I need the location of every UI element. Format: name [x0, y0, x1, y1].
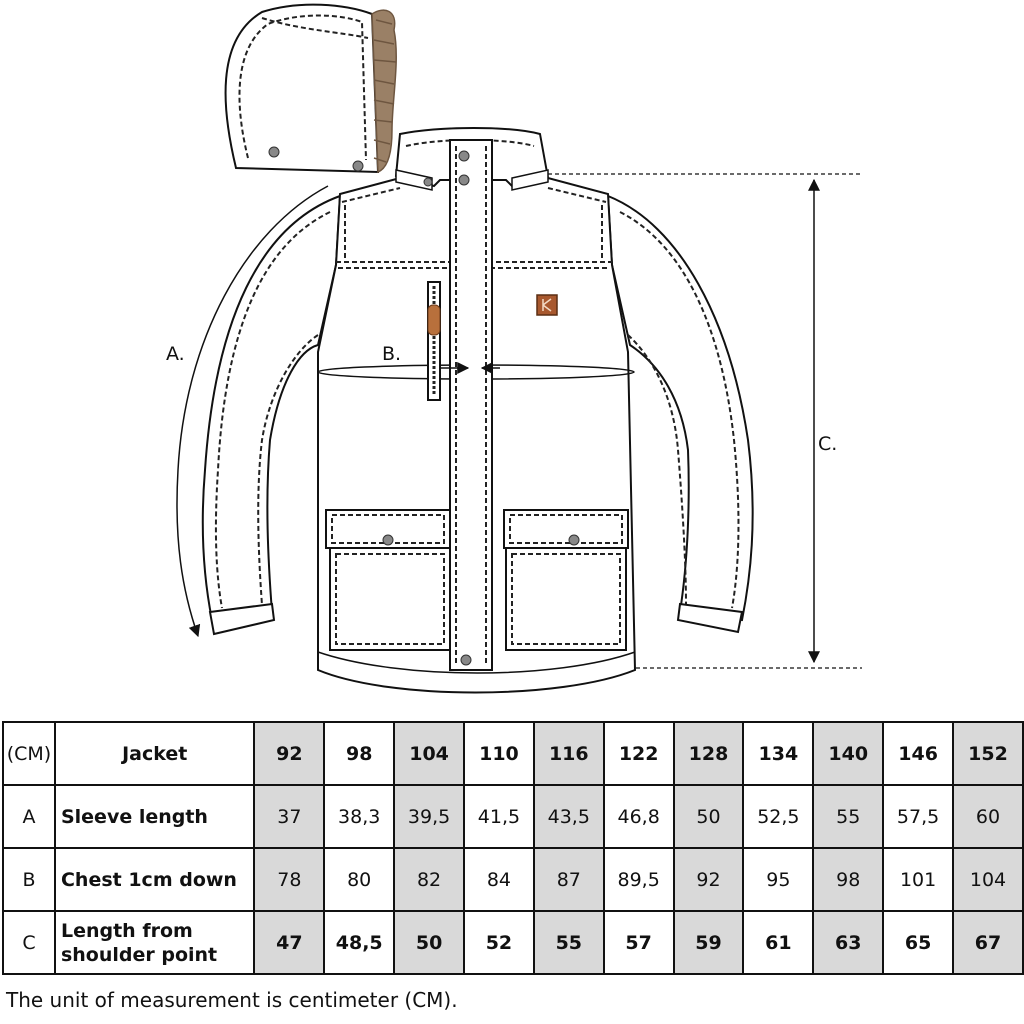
sleeve-length-arrow — [176, 185, 329, 638]
pocket-button-icon — [568, 534, 580, 546]
size-header: 134 — [742, 721, 815, 786]
table-cell: 57,5 — [882, 784, 955, 849]
hood-stitch — [238, 14, 367, 161]
table-cell: 60 — [952, 784, 1024, 849]
row-code: B — [2, 847, 56, 912]
hood-button-icon — [268, 146, 280, 158]
size-header: 92 — [253, 721, 326, 786]
size-header: 146 — [882, 721, 955, 786]
table-cell: 67 — [952, 910, 1024, 975]
row-code: C — [2, 910, 56, 975]
right-pocket-stitch — [511, 553, 621, 645]
right-pocket — [505, 547, 627, 651]
collar-button-icon — [423, 177, 433, 187]
table-cell: 52,5 — [742, 784, 815, 849]
collar-tab-right — [511, 169, 549, 191]
table-cell: 38,3 — [323, 784, 396, 849]
table-cell: 48,5 — [323, 910, 396, 975]
zipper-pull-icon — [427, 304, 441, 336]
label-b: B. — [382, 343, 401, 365]
right-sleeve-inner-stitch — [627, 334, 687, 606]
table-cell: 84 — [463, 847, 535, 912]
hood-button-icon — [352, 160, 364, 172]
placket-button-icon — [458, 174, 470, 186]
table-cell: 104 — [952, 847, 1024, 912]
size-header: 140 — [812, 721, 885, 786]
hem-curve — [317, 651, 636, 674]
size-header: 152 — [952, 721, 1024, 786]
left-pocket — [329, 547, 451, 651]
hood-fur-trim — [371, 9, 397, 174]
left-sleeve-inner-stitch — [257, 334, 319, 606]
table-cell: 78 — [253, 847, 326, 912]
jacket-diagram: A. B. C. — [166, 3, 862, 694]
hood — [224, 3, 380, 174]
table-cell: 55 — [812, 784, 885, 849]
table-cell: 55 — [532, 910, 605, 975]
right-pocket-flap — [503, 509, 629, 549]
table-cell: 37 — [253, 784, 326, 849]
left-pocket-stitch — [335, 553, 445, 645]
k-logo-patch-icon — [536, 294, 558, 316]
hood-center-seam — [261, 17, 369, 39]
table-cell: 80 — [323, 847, 396, 912]
table-cell: 89,5 — [602, 847, 675, 912]
fur-texture — [373, 19, 397, 163]
pocket-button-icon — [382, 534, 394, 546]
footnote: The unit of measurement is centimeter (C… — [6, 988, 458, 1012]
right-sleeve — [606, 194, 754, 622]
label-a: A. — [166, 343, 185, 365]
left-sleeve — [201, 194, 342, 622]
table-cell: 57 — [602, 910, 675, 975]
collar-tab-left — [395, 169, 433, 191]
table-cell: 59 — [672, 910, 745, 975]
right-pocket-flap-stitch — [509, 514, 623, 544]
table-cell: 87 — [532, 847, 605, 912]
shoulder-stitch-left — [341, 187, 401, 203]
size-header: 116 — [532, 721, 605, 786]
size-header: 122 — [602, 721, 675, 786]
row-label: Length from shoulder point — [53, 910, 256, 975]
table-cell: 46,8 — [602, 784, 675, 849]
table-cell: 50 — [393, 910, 465, 975]
right-cuff — [676, 602, 744, 634]
left-sleeve-stitch — [214, 211, 331, 609]
item-header: Jacket — [53, 721, 256, 786]
size-header: 110 — [463, 721, 535, 786]
table-cell: 43,5 — [532, 784, 605, 849]
table-cell: 47 — [253, 910, 326, 975]
table-cell: 65 — [882, 910, 955, 975]
k-logo-letter — [542, 298, 552, 312]
row-label: Chest 1cm down — [53, 847, 256, 912]
size-header: 104 — [393, 721, 465, 786]
table-cell: 39,5 — [393, 784, 465, 849]
placket-button-icon — [460, 654, 472, 666]
size-header: 128 — [672, 721, 745, 786]
placket-stitch — [455, 146, 487, 664]
size-header: 98 — [323, 721, 396, 786]
table-cell: 41,5 — [463, 784, 535, 849]
row-code: A — [2, 784, 56, 849]
label-c: C. — [818, 433, 837, 455]
table-cell: 50 — [672, 784, 745, 849]
table-cell: 98 — [812, 847, 885, 912]
table-cell: 101 — [882, 847, 955, 912]
table-cell: 63 — [812, 910, 885, 975]
placket-button-icon — [458, 150, 470, 162]
table-cell: 61 — [742, 910, 815, 975]
row-label: Sleeve length — [53, 784, 256, 849]
shoulder-stitch-right — [547, 187, 607, 203]
left-cuff — [208, 602, 276, 636]
table-cell: 92 — [672, 847, 745, 912]
table-cell: 95 — [742, 847, 815, 912]
table-cell: 82 — [393, 847, 465, 912]
unit-header: (CM) — [2, 721, 56, 786]
table-cell: 52 — [463, 910, 535, 975]
